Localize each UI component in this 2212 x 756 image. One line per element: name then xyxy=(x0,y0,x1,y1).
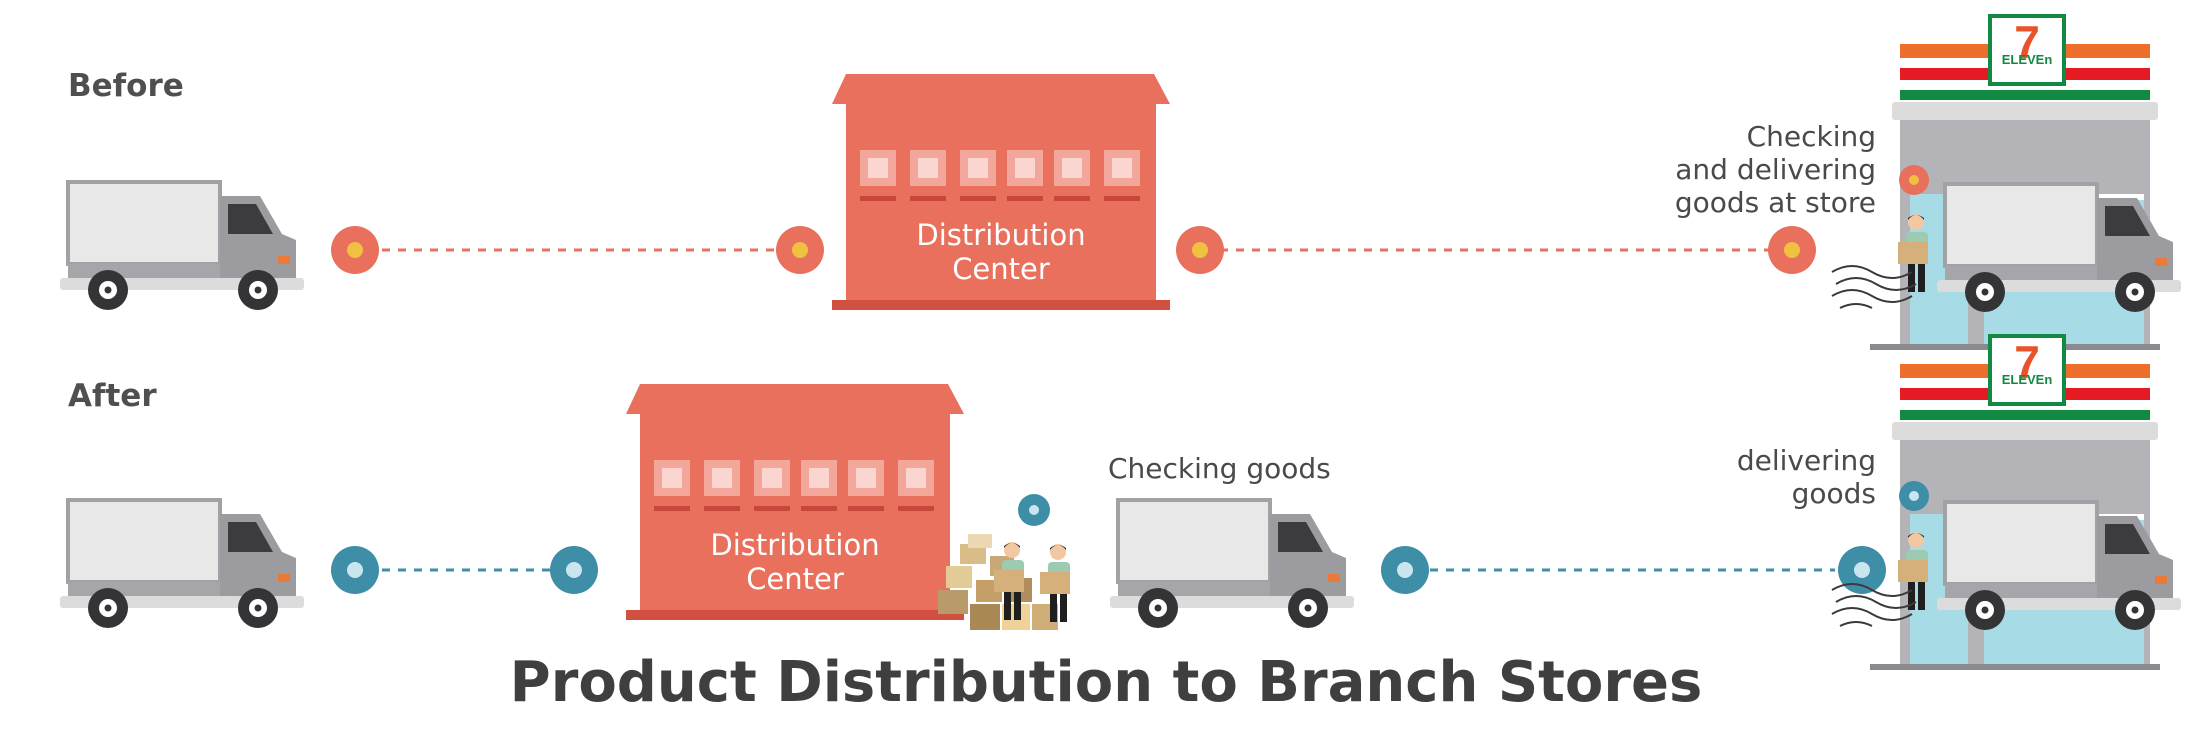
after-truck-checked xyxy=(1108,498,1356,630)
after-node-4 xyxy=(1838,546,1886,594)
before-node-3 xyxy=(1176,226,1224,274)
before-store-logo xyxy=(1988,14,2066,86)
after-box-pile xyxy=(938,534,1058,630)
after-node-3 xyxy=(1381,546,1429,594)
after-store-note-line2: goods xyxy=(1791,477,1876,510)
before-dc-label: Distribution Center xyxy=(846,218,1156,286)
after-store-node xyxy=(1899,481,1929,511)
before-dc-label-line2: Center xyxy=(952,252,1050,286)
after-dc-label: Distribution Center xyxy=(640,528,950,596)
after-row-label: After xyxy=(68,378,157,414)
after-logo-word: ELEVEn xyxy=(2002,372,2053,387)
before-store-note: Checking and delivering goods at store xyxy=(1600,120,1876,219)
before-store-note-line1: Checking xyxy=(1746,120,1876,153)
before-row-label: Before xyxy=(68,68,184,104)
before-store-note-line3: goods at store xyxy=(1674,186,1876,219)
after-store-note: delivering goods xyxy=(1650,444,1876,510)
after-truck-origin xyxy=(58,498,306,630)
after-logo-seven: 7 xyxy=(2014,336,2040,388)
before-node-4 xyxy=(1768,226,1816,274)
after-row xyxy=(58,334,2183,670)
before-dc-label-line1: Distribution xyxy=(916,218,1086,252)
after-node-1 xyxy=(331,546,379,594)
before-truck xyxy=(58,180,306,312)
after-dc-label-line1: Distribution xyxy=(710,528,880,562)
diagram-title: Product Distribution to Branch Stores xyxy=(509,650,1703,715)
after-dc-label-line2: Center xyxy=(746,562,844,596)
before-node-1 xyxy=(331,226,379,274)
before-store-note-line2: and delivering xyxy=(1675,153,1876,186)
after-dc-note: Checking goods xyxy=(1108,452,1331,485)
after-node-2 xyxy=(550,546,598,594)
before-logo-word: ELEVEn xyxy=(2002,52,2053,67)
before-row xyxy=(58,14,2183,350)
after-dc-node xyxy=(1018,494,1050,526)
after-store-note-line1: delivering xyxy=(1736,444,1876,477)
before-node-2 xyxy=(776,226,824,274)
after-store-logo xyxy=(1988,334,2066,406)
before-logo-seven: 7 xyxy=(2014,16,2040,68)
